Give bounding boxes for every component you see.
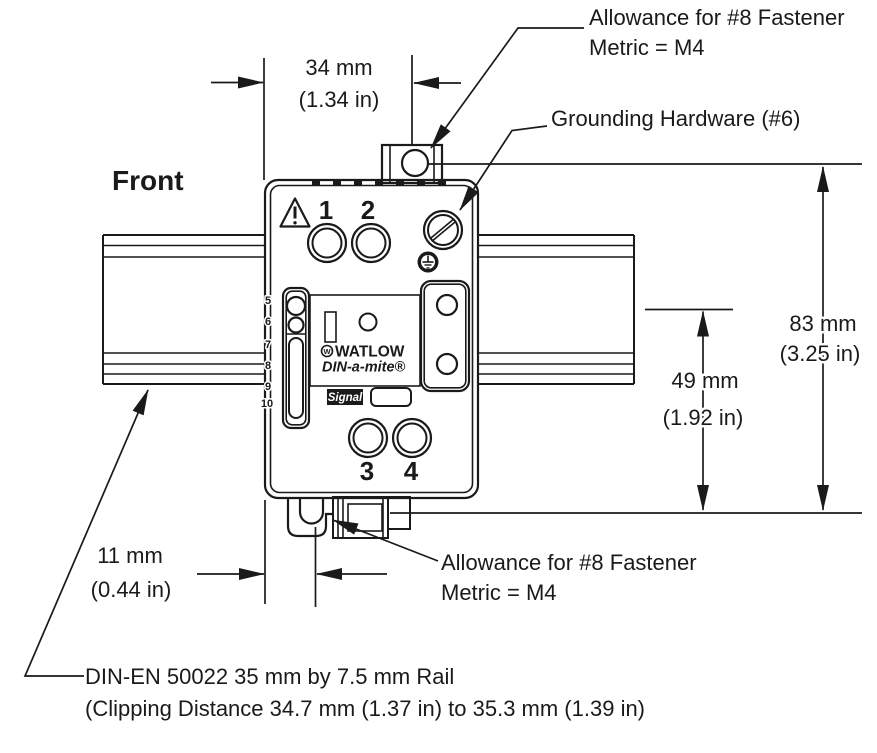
warning-triangle-icon bbox=[279, 197, 311, 228]
svg-text:8: 8 bbox=[265, 360, 271, 372]
leader-top-fastener bbox=[430, 27, 584, 149]
svg-text:5: 5 bbox=[265, 295, 271, 307]
din-rail-left bbox=[102, 234, 264, 385]
center-panel: W WATLOW DIN-a-mite® bbox=[309, 294, 421, 387]
leader-rail-note bbox=[23, 389, 149, 677]
svg-text:Metric = M4: Metric = M4 bbox=[441, 580, 557, 605]
dimension-rail-49mm: 49 mm (1.92 in) bbox=[645, 308, 746, 511]
svg-text:(Clipping Distance 34.7 mm (1.: (Clipping Distance 34.7 mm (1.37 in) to … bbox=[85, 696, 645, 721]
signal-label: Signal bbox=[327, 389, 363, 405]
terminal-2-label: 2 bbox=[361, 195, 375, 225]
terminal-3-opening bbox=[347, 417, 389, 459]
callout-grounding: Grounding Hardware (#6) bbox=[551, 106, 800, 131]
dimension-offset-11mm: 11 mm (0.44 in) bbox=[88, 500, 387, 607]
terminal-1-label: 1 bbox=[319, 195, 333, 225]
grounding-screw-icon bbox=[422, 209, 464, 251]
rail-in-text: (1.92 in) bbox=[663, 405, 744, 430]
terminal-4-label: 4 bbox=[404, 456, 419, 486]
model-text: DIN-a-mite® bbox=[322, 360, 406, 376]
svg-text:Metric = M4: Metric = M4 bbox=[589, 35, 705, 60]
svg-text:7: 7 bbox=[265, 339, 271, 351]
offset-mm-text: 11 mm bbox=[97, 543, 163, 568]
terminal-3-label: 3 bbox=[360, 456, 374, 486]
terminal-2-opening bbox=[350, 222, 392, 264]
bottom-mounting-tab bbox=[286, 496, 411, 539]
overall-in-text: (3.25 in) bbox=[780, 341, 861, 366]
svg-text:6: 6 bbox=[265, 316, 271, 328]
callout-rail-note: DIN-EN 50022 35 mm by 7.5 mm Rail (Clipp… bbox=[85, 664, 645, 721]
terminal-4-opening bbox=[391, 417, 433, 459]
watlow-logo: W WATLOW bbox=[320, 344, 405, 361]
bottom-fastener-notch bbox=[298, 497, 325, 525]
svg-text:DIN-EN 50022 35 mm by 7.5 mm R: DIN-EN 50022 35 mm by 7.5 mm Rail bbox=[85, 664, 454, 689]
din-clip bbox=[332, 496, 411, 539]
svg-text:Allowance for #8 Fastener: Allowance for #8 Fastener bbox=[589, 5, 845, 30]
earth-ground-icon bbox=[417, 251, 439, 273]
offset-in-text: (0.44 in) bbox=[91, 577, 172, 602]
callout-top-fastener: Allowance for #8 Fastener Metric = M4 bbox=[589, 5, 845, 60]
dimension-width-34mm: 34 mm (1.34 in) bbox=[211, 53, 461, 180]
device-body: 1 2 bbox=[259, 178, 480, 500]
svg-text:Signal: Signal bbox=[328, 392, 363, 404]
right-tab bbox=[419, 279, 471, 393]
svg-text:9: 9 bbox=[265, 381, 271, 393]
indicator-tab bbox=[281, 286, 311, 430]
rail-mm-text: 49 mm bbox=[671, 368, 738, 393]
front-label: Front bbox=[112, 165, 184, 196]
brand-text: WATLOW bbox=[335, 344, 405, 361]
width-in-text: (1.34 in) bbox=[299, 87, 380, 112]
svg-text:W: W bbox=[323, 347, 331, 356]
callout-bottom-fastener: Allowance for #8 Fastener Metric = M4 bbox=[441, 550, 697, 605]
width-mm-text: 34 mm bbox=[305, 55, 372, 80]
svg-text:Allowance for #8 Fastener: Allowance for #8 Fastener bbox=[441, 550, 697, 575]
signal-window bbox=[370, 387, 412, 407]
svg-text:10: 10 bbox=[261, 398, 273, 410]
leader-bottom-fastener bbox=[332, 519, 439, 562]
din-rail-right bbox=[478, 234, 635, 385]
overall-mm-text: 83 mm bbox=[789, 311, 856, 336]
top-fastener-hole bbox=[400, 148, 430, 178]
dimension-overall-83mm: 83 mm (3.25 in) bbox=[390, 163, 863, 514]
leader-grounding bbox=[459, 125, 548, 211]
terminal-1-opening bbox=[306, 222, 348, 264]
indicator-scale: 5 6 7 8 9 10 bbox=[259, 294, 274, 412]
